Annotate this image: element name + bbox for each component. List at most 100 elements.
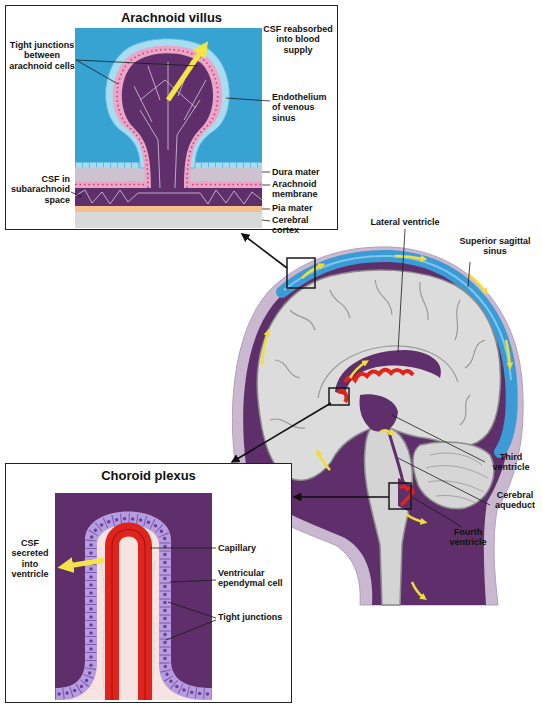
inset-title: Choroid plexus — [6, 464, 291, 483]
leader-line — [398, 458, 490, 505]
sulcus — [330, 290, 350, 318]
fibre — [152, 560, 155, 690]
ependymal-cell-borders — [55, 519, 212, 694]
sulcus — [465, 340, 485, 368]
leader-line — [170, 580, 216, 582]
trabecula — [140, 110, 160, 188]
sulcus — [275, 360, 300, 378]
part-label: Lateral ventricle — [360, 217, 450, 227]
trabecula — [134, 86, 152, 122]
sulcus — [290, 310, 315, 330]
reabsorption-arrow — [168, 50, 202, 100]
leader-line — [398, 229, 405, 352]
ependymal-layer — [55, 512, 212, 701]
capillary — [112, 530, 145, 701]
callout-arrow — [242, 234, 287, 268]
leader-line — [150, 548, 216, 549]
folium — [436, 495, 476, 503]
leader-line — [262, 220, 270, 221]
leader-line — [392, 415, 485, 462]
leader-line — [262, 185, 270, 186]
leader-line — [262, 209, 270, 210]
arachnoid-membrane — [75, 181, 262, 188]
flow-arrow — [395, 256, 424, 259]
flow-arrow — [406, 514, 424, 522]
leader-line — [76, 60, 118, 84]
trabecula — [140, 80, 196, 108]
trabeculae — [75, 190, 262, 204]
arachnoid-cells — [117, 50, 218, 189]
leader-line — [262, 172, 270, 173]
flow-arrow — [468, 274, 486, 292]
flow-arrow — [412, 582, 424, 598]
subarachnoid-space — [75, 188, 262, 206]
flow-arrow — [380, 430, 392, 434]
trabecula — [168, 62, 169, 150]
connective-tissue — [62, 525, 205, 700]
part-label: Third ventricle — [484, 452, 538, 473]
fibre — [100, 560, 105, 690]
leader-line — [468, 262, 470, 287]
csf-flow-arrows — [262, 256, 510, 598]
villus-arachnoid-layer — [113, 46, 222, 189]
pia-mater — [75, 206, 262, 212]
capillary-lumen — [112, 530, 145, 701]
part-label: Superior sagittal sinus — [452, 236, 538, 257]
trabecula — [175, 100, 200, 188]
leader-line — [412, 497, 462, 527]
folium — [426, 466, 488, 478]
trabecula — [148, 66, 160, 100]
flow-arrow — [318, 452, 330, 470]
trabecula — [178, 60, 192, 96]
callout-arrow — [232, 403, 331, 462]
inset-box: Arachnoid villus — [5, 5, 338, 230]
folium — [428, 481, 484, 492]
detail-frame — [287, 258, 315, 288]
ventricle-csf — [55, 493, 212, 700]
flow-arrow — [262, 332, 268, 365]
cerebellar-folia — [426, 453, 488, 503]
stroma-fibres — [100, 560, 155, 690]
venous-sinus — [75, 28, 262, 168]
choroid-plexus — [338, 391, 347, 403]
villus-core — [122, 53, 213, 188]
sulcus — [420, 282, 428, 320]
leader-line — [76, 60, 198, 66]
leader-lines — [392, 229, 490, 527]
arachnoid-cells — [75, 184, 262, 186]
part-label: Cerebral aqueduct — [488, 490, 542, 511]
endothelial-cells — [75, 163, 262, 168]
villus-trabeculae — [134, 60, 206, 188]
flow-arrow — [302, 265, 322, 278]
ependymal-nuclei — [55, 519, 212, 694]
villus-endothelium — [106, 39, 230, 168]
inset-box: Choroid plexus — [5, 463, 292, 703]
inset-title: Arachnoid villus — [6, 6, 337, 25]
callout-arrow — [294, 496, 389, 498]
cerebral-cortex — [75, 212, 262, 228]
secretion-arrow — [68, 560, 104, 566]
sulcus — [270, 419, 305, 428]
leader-lines — [71, 60, 270, 221]
folium — [430, 453, 482, 465]
flow-arrow — [350, 362, 366, 378]
sulcus — [375, 280, 392, 315]
endothelium — [75, 163, 262, 168]
cerebral-aqueduct — [388, 428, 403, 482]
trabecula — [184, 80, 206, 120]
flow-arrow — [506, 340, 510, 366]
part-label: Fourth ventricle — [440, 527, 496, 548]
third-ventricle — [360, 394, 399, 431]
detail-frame — [389, 483, 411, 509]
detail-frame — [329, 388, 349, 405]
leader-lines — [150, 548, 216, 640]
dura-mater — [75, 165, 262, 181]
leader-line — [168, 602, 216, 618]
leader-line — [166, 620, 216, 640]
sulcus — [455, 300, 460, 340]
brainstem — [364, 425, 412, 605]
sulcus — [460, 395, 470, 425]
cerebellum — [413, 442, 494, 509]
